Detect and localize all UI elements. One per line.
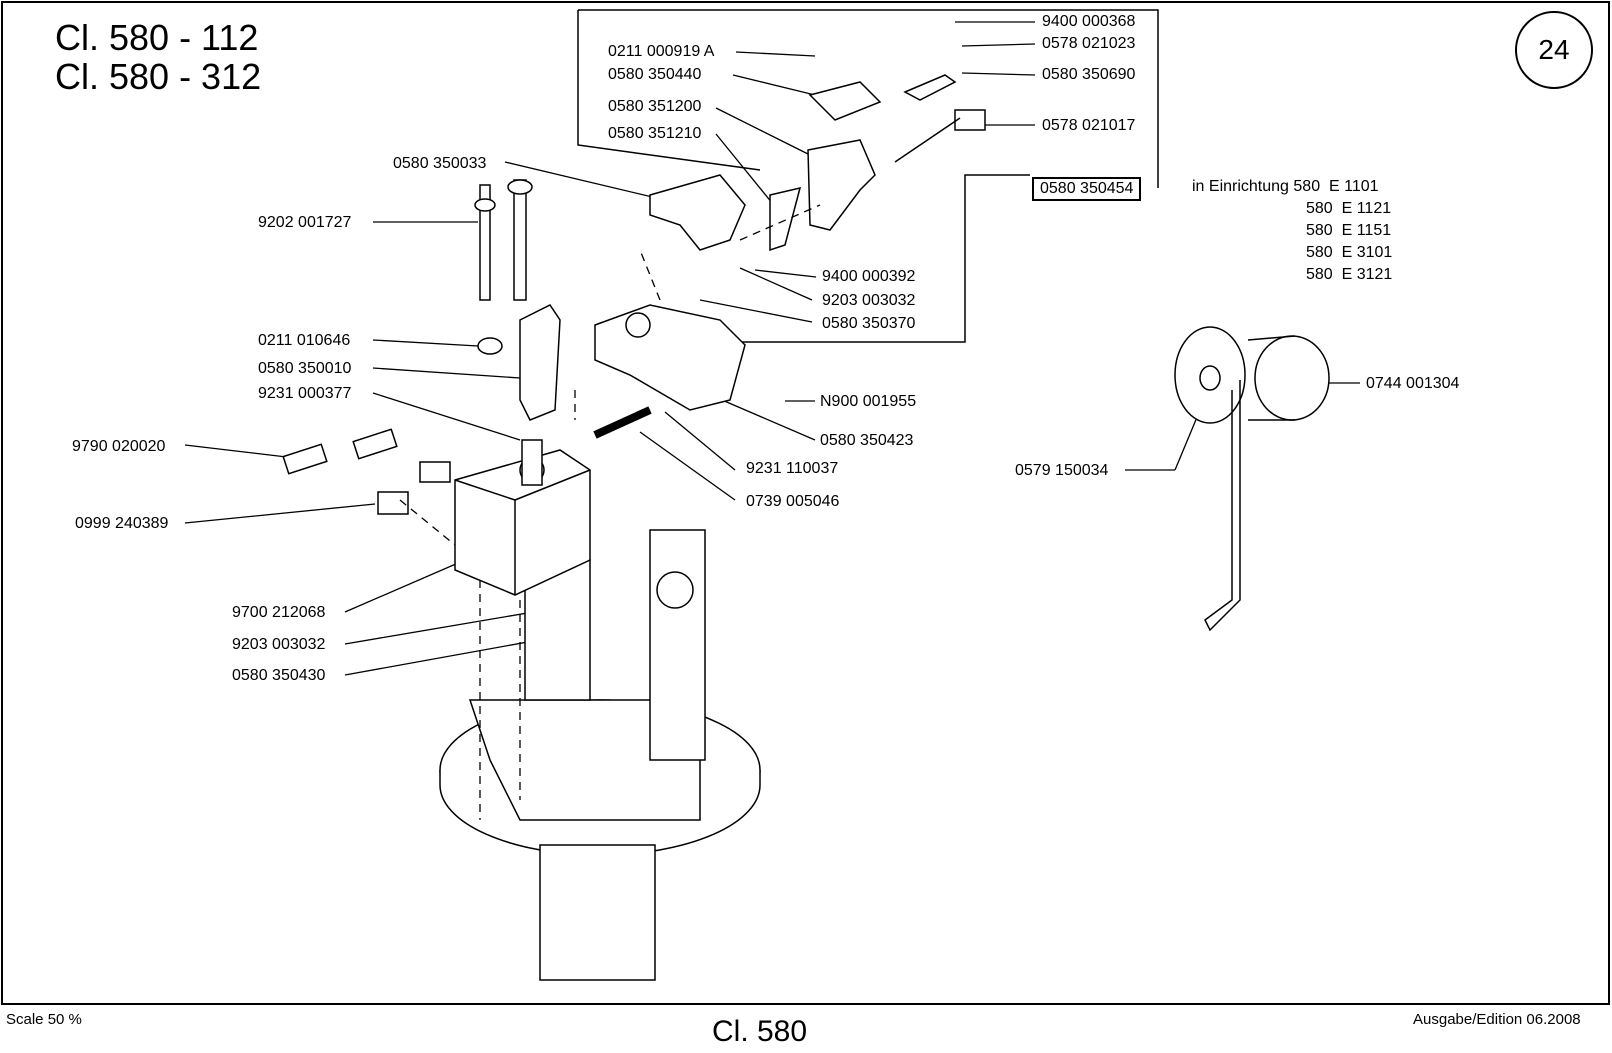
equipment-note-text: in Einrichtung 580	[1192, 178, 1321, 195]
title-line-2: Cl. 580 - 312	[55, 56, 262, 97]
assembly-lines	[399, 204, 821, 820]
part-label: 0211 000919 A	[608, 43, 715, 60]
leader-lines	[184, 21, 1360, 676]
part-label: 0580 350423	[820, 432, 914, 449]
equipment-note-line5: 580 E 3121	[1306, 266, 1392, 284]
equipment-prefix: 580	[1306, 266, 1333, 283]
equipment-note-line4: 580 E 3101	[1306, 244, 1392, 262]
equipment-code: E 3101	[1341, 244, 1393, 261]
part-label: 0578 021017	[1042, 117, 1136, 134]
part-label: 0744 001304	[1366, 375, 1460, 392]
page-number-badge: 24	[1515, 11, 1593, 89]
part-label: 0999 240389	[75, 515, 169, 532]
part-label: 0211 010646	[258, 332, 351, 349]
equipment-code: E 3121	[1341, 266, 1393, 283]
part-label: N900 001955	[820, 393, 917, 410]
part-label: 0739 005046	[746, 493, 840, 510]
part-label: 0580 351200	[608, 98, 702, 115]
part-label: 0580 350370	[822, 315, 916, 332]
footer-scale: Scale 50 %	[6, 1011, 82, 1028]
equipment-note-line3: 580 E 1151	[1306, 222, 1391, 240]
equipment-code: E 1101	[1328, 178, 1379, 195]
equipment-note-line2: 580 E 1121	[1306, 200, 1391, 218]
part-label: 9790 020020	[72, 438, 166, 455]
footer-edition: Ausgabe/Edition 06.2008	[1413, 1011, 1581, 1028]
equipment-prefix: 580	[1306, 200, 1333, 217]
part-label: 0580 350430	[232, 667, 326, 684]
group-box-left	[577, 10, 761, 171]
mechanical-drawing	[282, 74, 1330, 981]
part-label: 9203 003032	[232, 636, 326, 653]
part-label: 9400 000368	[1042, 13, 1136, 30]
group-box-connector	[740, 174, 1030, 343]
page-border	[1, 1, 1610, 1005]
part-label: 9231 000377	[258, 385, 352, 402]
part-label: 0580 351210	[608, 125, 702, 142]
part-label: 9203 003032	[822, 292, 916, 309]
equipment-prefix: 580	[1306, 244, 1333, 261]
part-label: 9231 110037	[746, 460, 839, 477]
equipment-prefix: 580	[1306, 222, 1333, 239]
part-label: 9400 000392	[822, 268, 916, 285]
part-label: 0580 350033	[393, 155, 487, 172]
group-box	[578, 9, 1159, 188]
part-label: 0580 350690	[1042, 66, 1136, 83]
part-label: 0580 350010	[258, 360, 352, 377]
equipment-code: E 1121	[1341, 200, 1392, 217]
part-label: 0580 350440	[608, 66, 702, 83]
equipment-code: E 1151	[1341, 222, 1392, 239]
part-label: 0578 021023	[1042, 35, 1136, 52]
part-label-boxed: 0580 350454	[1032, 177, 1142, 201]
part-label: 9700 212068	[232, 604, 326, 621]
equipment-note-line1: in Einrichtung 580 E 1101	[1192, 178, 1379, 196]
part-label: 0579 150034	[1015, 462, 1109, 479]
title-line-1: Cl. 580 - 112	[55, 17, 259, 58]
footer-title: Cl. 580	[712, 1015, 808, 1048]
part-label: 9202 001727	[258, 214, 352, 231]
